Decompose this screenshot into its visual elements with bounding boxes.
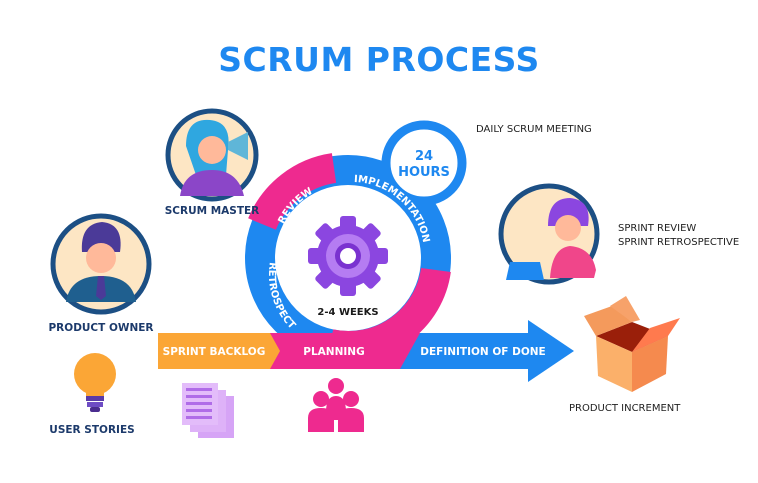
daily-duration-unit: HOURS [398,165,450,180]
sprint-retrospective-label: SPRINT RETROSPECTIVE [618,237,740,248]
page-title: SCRUM PROCESS [218,40,540,79]
product-owner-label: PRODUCT OWNER [48,322,154,334]
sprint-backlog-bar [158,333,280,369]
daily-cycle-ring [381,120,467,206]
planning-label: PLANNING [303,346,364,358]
product-increment-label: PRODUCT INCREMENT [569,403,681,414]
product-owner-avatar [50,213,152,315]
gear-icon [308,216,388,296]
user-stories-label: USER STORIES [49,424,135,436]
sprint-backlog-label: SPRINT BACKLOG [163,346,266,358]
documents-icon [182,383,234,438]
planning-bar [270,333,420,369]
developer-avatar [498,183,600,285]
box-icon [584,296,680,392]
scrum-master-label: SCRUM MASTER [164,205,260,217]
lightbulb-icon [74,353,116,412]
team-icon [308,378,364,432]
sprint-duration-label: 2-4 WEEKS [317,307,378,318]
definition-of-done-label: DEFINITION OF DONE [420,346,545,358]
daily-scrum-label: DAILY SCRUM MEETING [476,124,592,135]
review-segment [248,153,337,231]
daily-duration-value: 24 [415,149,433,164]
scrum-master-avatar [165,108,259,202]
sprint-review-label: SPRINT REVIEW [618,223,697,234]
